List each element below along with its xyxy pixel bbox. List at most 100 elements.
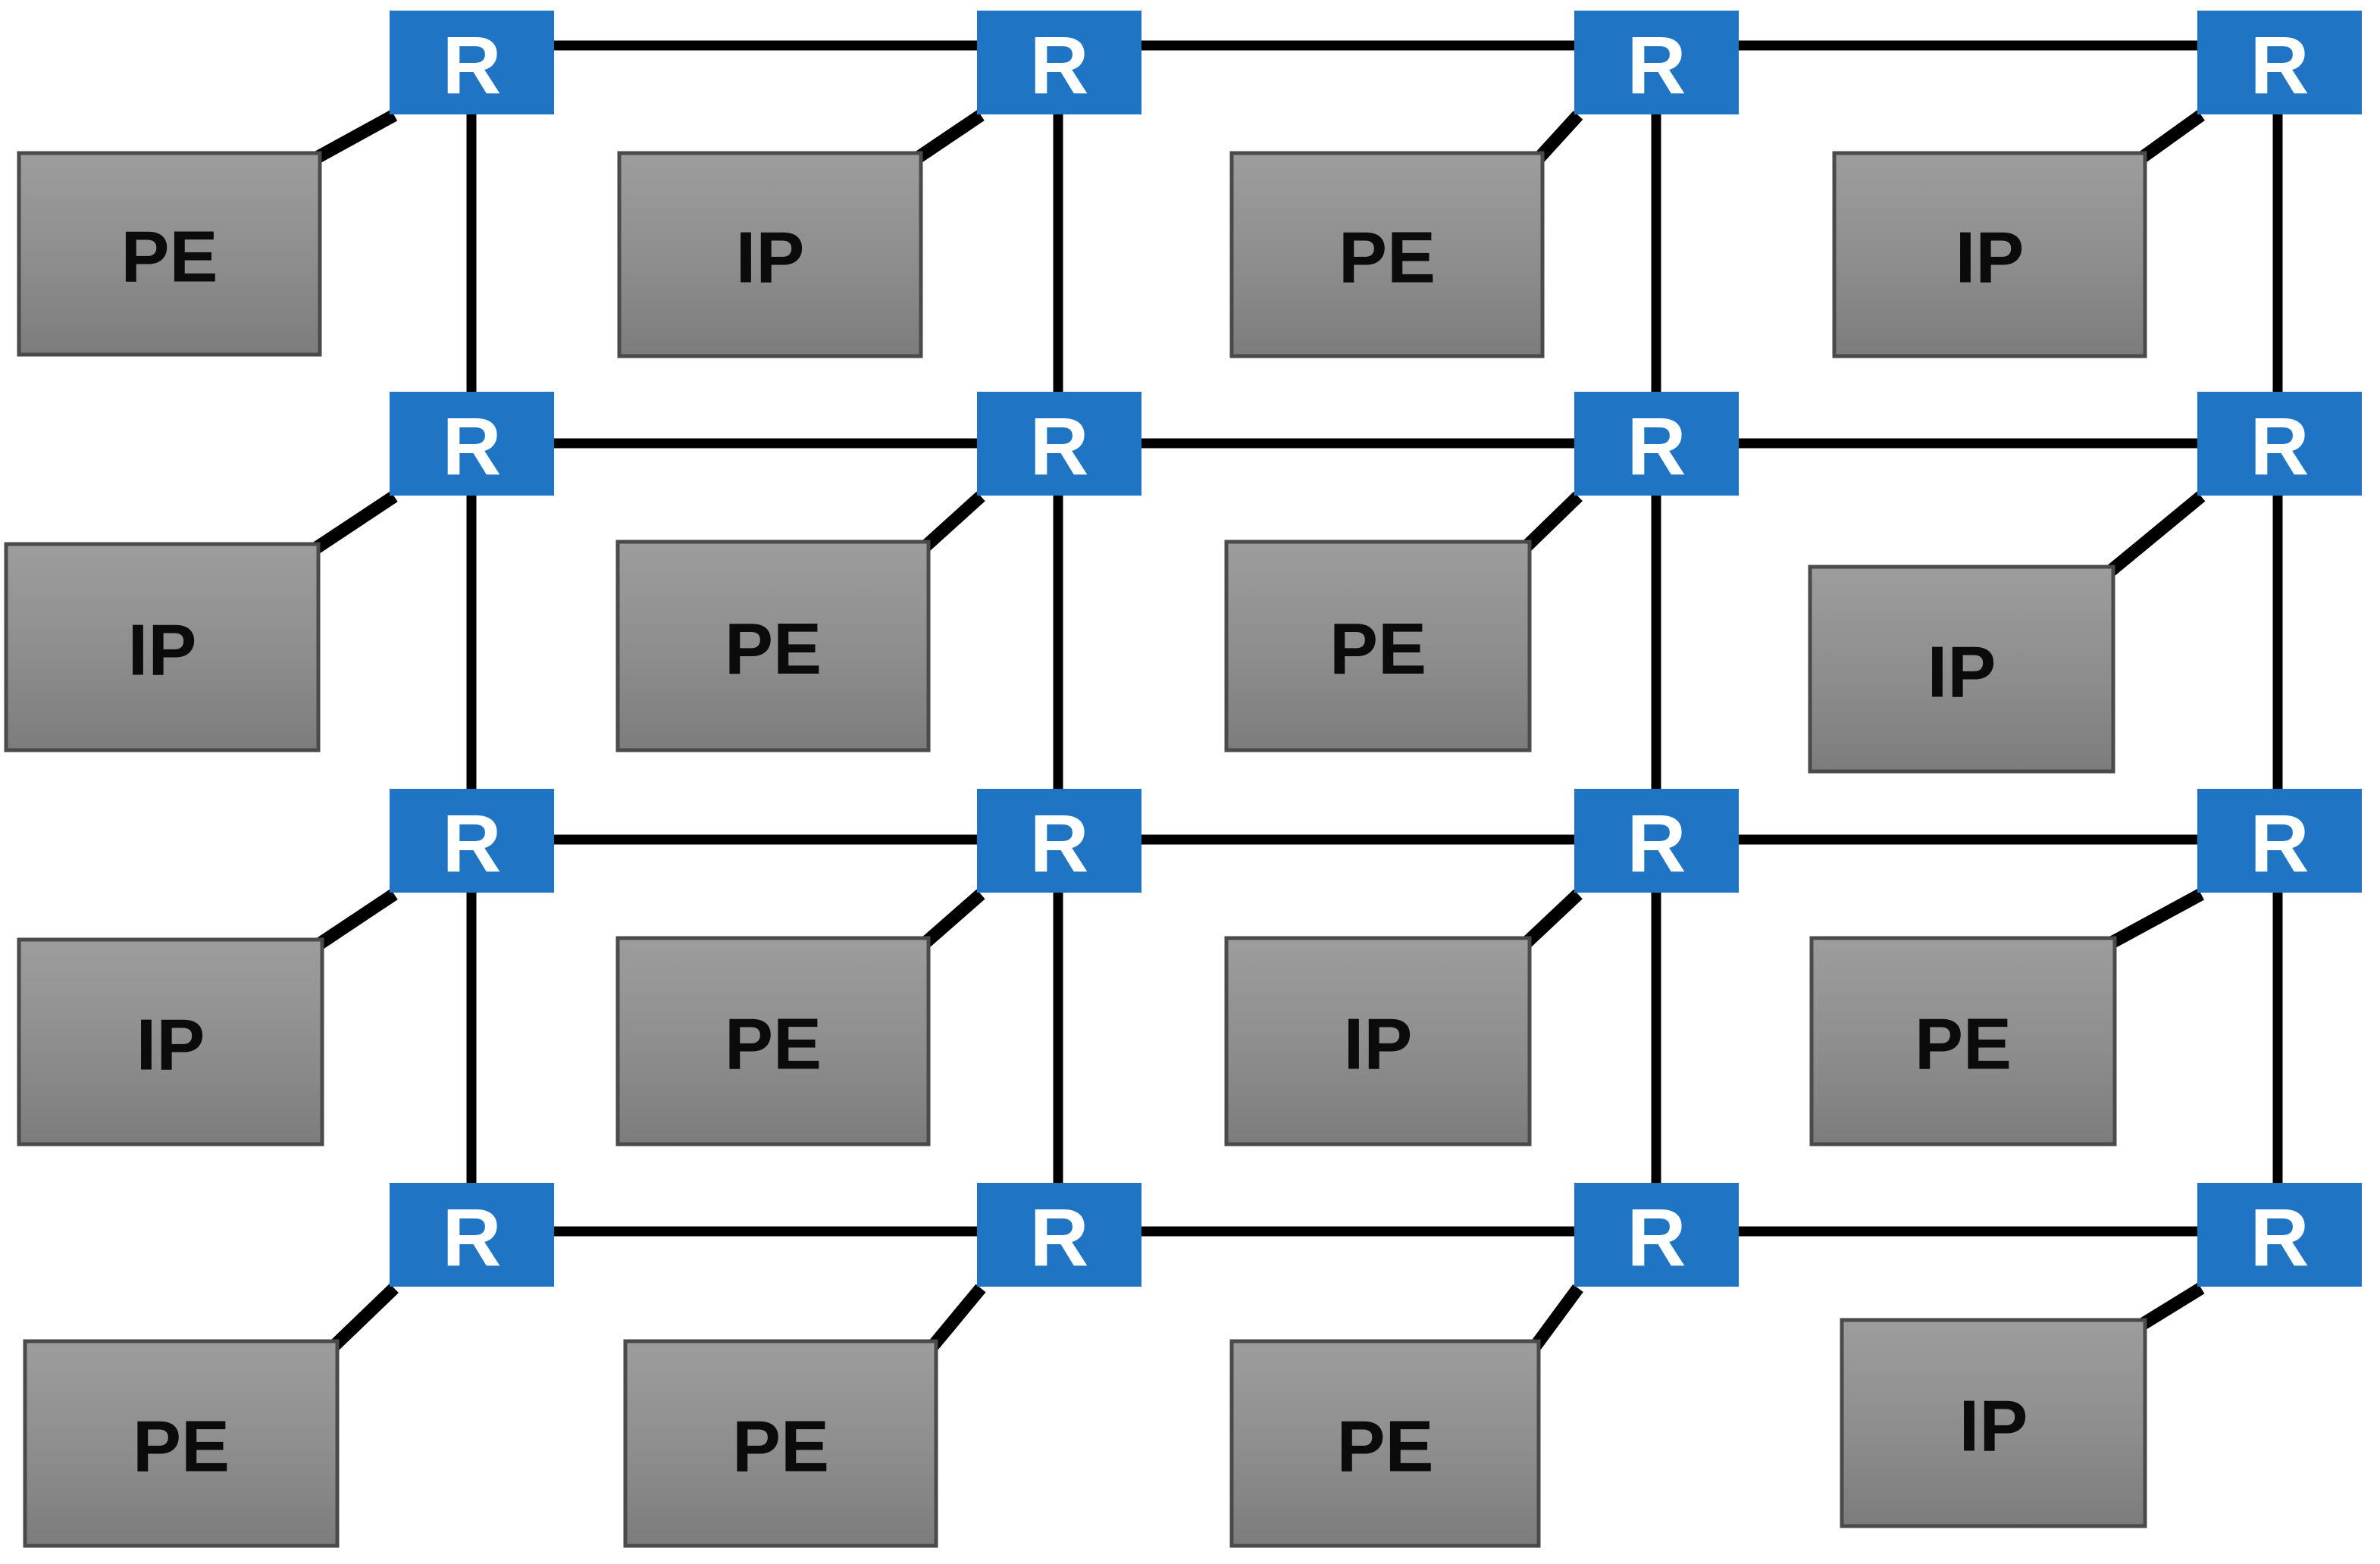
router-label: R <box>1627 19 1686 111</box>
router-box <box>1574 1183 1739 1287</box>
host-label: PE <box>1339 217 1436 299</box>
host-box <box>1229 151 1545 358</box>
host-node-ip-r1c4[interactable]: IP <box>1832 151 2147 358</box>
router-node-r1c4[interactable]: R <box>2197 11 2362 114</box>
router-label: R <box>1030 797 1089 889</box>
host-box <box>17 937 324 1146</box>
host-node-layer: PE IP PE IP IP PE PE IP IP PE IP PE PE PE PE IP <box>4 151 2147 1548</box>
router-label: R <box>443 19 502 111</box>
host-node-pe-r2c3[interactable]: PE <box>1224 540 1532 752</box>
router-label: R <box>1030 1191 1089 1283</box>
router-node-r4c2[interactable]: R <box>977 1183 1141 1287</box>
router-label: R <box>1030 400 1089 492</box>
host-label: PE <box>1329 608 1426 690</box>
host-box <box>1808 565 2115 774</box>
router-label: R <box>443 797 502 889</box>
host-node-pe-r3c4[interactable]: PE <box>1809 936 2117 1146</box>
router-box <box>390 789 554 893</box>
router-label: R <box>1030 19 1089 111</box>
host-node-ip-r4c4[interactable]: IP <box>1840 1318 2147 1528</box>
link-R-r3c2-H-r3c2 <box>921 889 985 948</box>
router-box <box>2197 1183 2362 1287</box>
router-label: R <box>2250 19 2310 111</box>
link-R-r4c4-H-r4c4 <box>2138 1282 2205 1331</box>
router-node-r2c3[interactable]: R <box>1574 392 1739 496</box>
host-label: IP <box>128 610 197 691</box>
router-node-r1c1[interactable]: R <box>390 11 554 114</box>
host-label: PE <box>1336 1406 1433 1487</box>
router-node-r2c1[interactable]: R <box>390 392 554 496</box>
host-box <box>615 540 931 752</box>
host-node-ip-r2c4[interactable]: IP <box>1808 565 2115 774</box>
host-box <box>617 151 923 358</box>
router-box <box>2197 11 2362 114</box>
host-box <box>615 936 931 1146</box>
host-label: PE <box>121 217 218 298</box>
router-node-r3c4[interactable]: R <box>2197 789 2362 893</box>
link-R-r1c3-H-r1c3 <box>1534 111 1583 162</box>
link-R-r1c1-H-r1c1 <box>313 109 398 164</box>
router-box <box>390 1183 554 1287</box>
router-node-r4c4[interactable]: R <box>2197 1183 2362 1287</box>
link-R-r1c2-H-r1c2 <box>914 109 985 164</box>
router-box <box>1574 392 1739 496</box>
host-label: PE <box>732 1406 829 1487</box>
host-node-pe-r4c1[interactable]: PE <box>23 1339 340 1548</box>
host-label: IP <box>736 217 805 299</box>
router-box <box>977 789 1141 893</box>
router-label: R <box>443 1191 502 1283</box>
link-R-r3c4-H-r3c4 <box>2108 888 2205 949</box>
host-box <box>1832 151 2147 358</box>
router-node-r2c2[interactable]: R <box>977 392 1141 496</box>
host-node-ip-r3c3[interactable]: IP <box>1224 936 1532 1146</box>
link-R-r2c4-H-r2c4 <box>2106 491 2206 577</box>
host-label: IP <box>1927 632 1996 713</box>
router-node-r1c3[interactable]: R <box>1574 11 1739 114</box>
router-box <box>977 11 1141 114</box>
router-label: R <box>1627 1191 1686 1283</box>
router-node-r3c2[interactable]: R <box>977 789 1141 893</box>
router-box <box>977 392 1141 496</box>
link-R-r3c3-H-r3c3 <box>1522 889 1583 948</box>
link-R-r2c2-H-r2c2 <box>921 491 985 552</box>
router-node-r1c2[interactable]: R <box>977 11 1141 114</box>
host-label: PE <box>1915 1004 2012 1085</box>
router-node-r2c4[interactable]: R <box>2197 392 2362 496</box>
host-node-ip-r1c2[interactable]: IP <box>617 151 923 358</box>
link-R-r4c3-H-r4c3 <box>1530 1284 1583 1350</box>
link-R-r4c2-H-r4c2 <box>928 1284 986 1350</box>
host-node-ip-r2c1[interactable]: IP <box>4 542 321 752</box>
horizontal-link-layer <box>553 40 2198 1237</box>
host-node-pe-r3c2[interactable]: PE <box>615 936 931 1146</box>
host-node-pe-r4c3[interactable]: PE <box>1229 1339 1541 1548</box>
router-box <box>1574 789 1739 893</box>
host-box <box>23 1339 340 1548</box>
host-label: IP <box>136 1005 205 1086</box>
host-node-pe-r1c3[interactable]: PE <box>1229 151 1545 358</box>
link-R-r4c1-H-r4c1 <box>330 1283 399 1351</box>
host-label: PE <box>725 608 822 690</box>
router-node-layer: R R R R R R R R R R R R R R R R <box>390 11 2362 1287</box>
host-box <box>1840 1318 2147 1528</box>
router-node-r4c1[interactable]: R <box>390 1183 554 1287</box>
host-node-pe-r1c1[interactable]: PE <box>17 151 322 357</box>
router-node-r4c3[interactable]: R <box>1574 1183 1739 1287</box>
router-node-r3c1[interactable]: R <box>390 789 554 893</box>
router-box <box>390 11 554 114</box>
host-label: IP <box>1959 1386 2028 1467</box>
host-box <box>1224 540 1532 752</box>
host-node-pe-r2c2[interactable]: PE <box>615 540 931 752</box>
router-node-r3c3[interactable]: R <box>1574 789 1739 893</box>
router-box <box>390 392 554 496</box>
host-node-ip-r3c1[interactable]: IP <box>17 937 324 1146</box>
host-box <box>17 151 322 357</box>
router-label: R <box>443 400 502 492</box>
host-label: PE <box>133 1406 230 1487</box>
router-box <box>2197 392 2362 496</box>
host-box <box>1809 936 2117 1146</box>
router-label: R <box>2250 1191 2310 1283</box>
vertical-link-layer <box>466 114 2283 1184</box>
host-node-pe-r4c2[interactable]: PE <box>623 1339 938 1548</box>
